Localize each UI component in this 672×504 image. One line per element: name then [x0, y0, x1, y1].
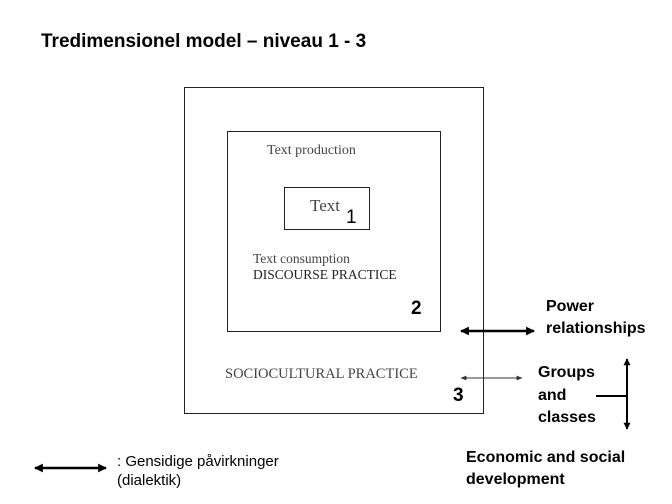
discourse-practice-label: DISCOURSE PRACTICE: [253, 267, 397, 282]
groups-label-line-3: classes: [538, 409, 596, 426]
level-3-number: 3: [453, 385, 464, 406]
sociocultural-practice-label: SOCIOCULTURAL PRACTICE: [225, 366, 418, 382]
groups-label-line-2: and: [538, 387, 567, 404]
text-production-label: Text production: [267, 143, 356, 158]
legend-line-1: : Gensidige påvirkninger: [117, 453, 279, 470]
discourse-practice-box: [227, 131, 441, 332]
level-1-number: 1: [346, 207, 357, 228]
page-title: Tredimensionel model – niveau 1 - 3: [41, 31, 367, 52]
groups-label-line-1: Groups: [538, 364, 595, 381]
text-box: [284, 187, 370, 230]
economic-label-line-2: development: [466, 471, 565, 488]
sociocultural-practice-box: [184, 87, 484, 414]
text-consumption-label: Text consumption: [253, 251, 350, 266]
legend-line-2: (dialektik): [117, 472, 182, 489]
power-label-line-2: relationships: [546, 320, 646, 337]
economic-label-line-1: Economic and social: [466, 449, 626, 466]
level-2-number: 2: [411, 298, 422, 319]
text-label: Text: [310, 196, 340, 215]
power-label-line-1: Power: [546, 298, 595, 315]
